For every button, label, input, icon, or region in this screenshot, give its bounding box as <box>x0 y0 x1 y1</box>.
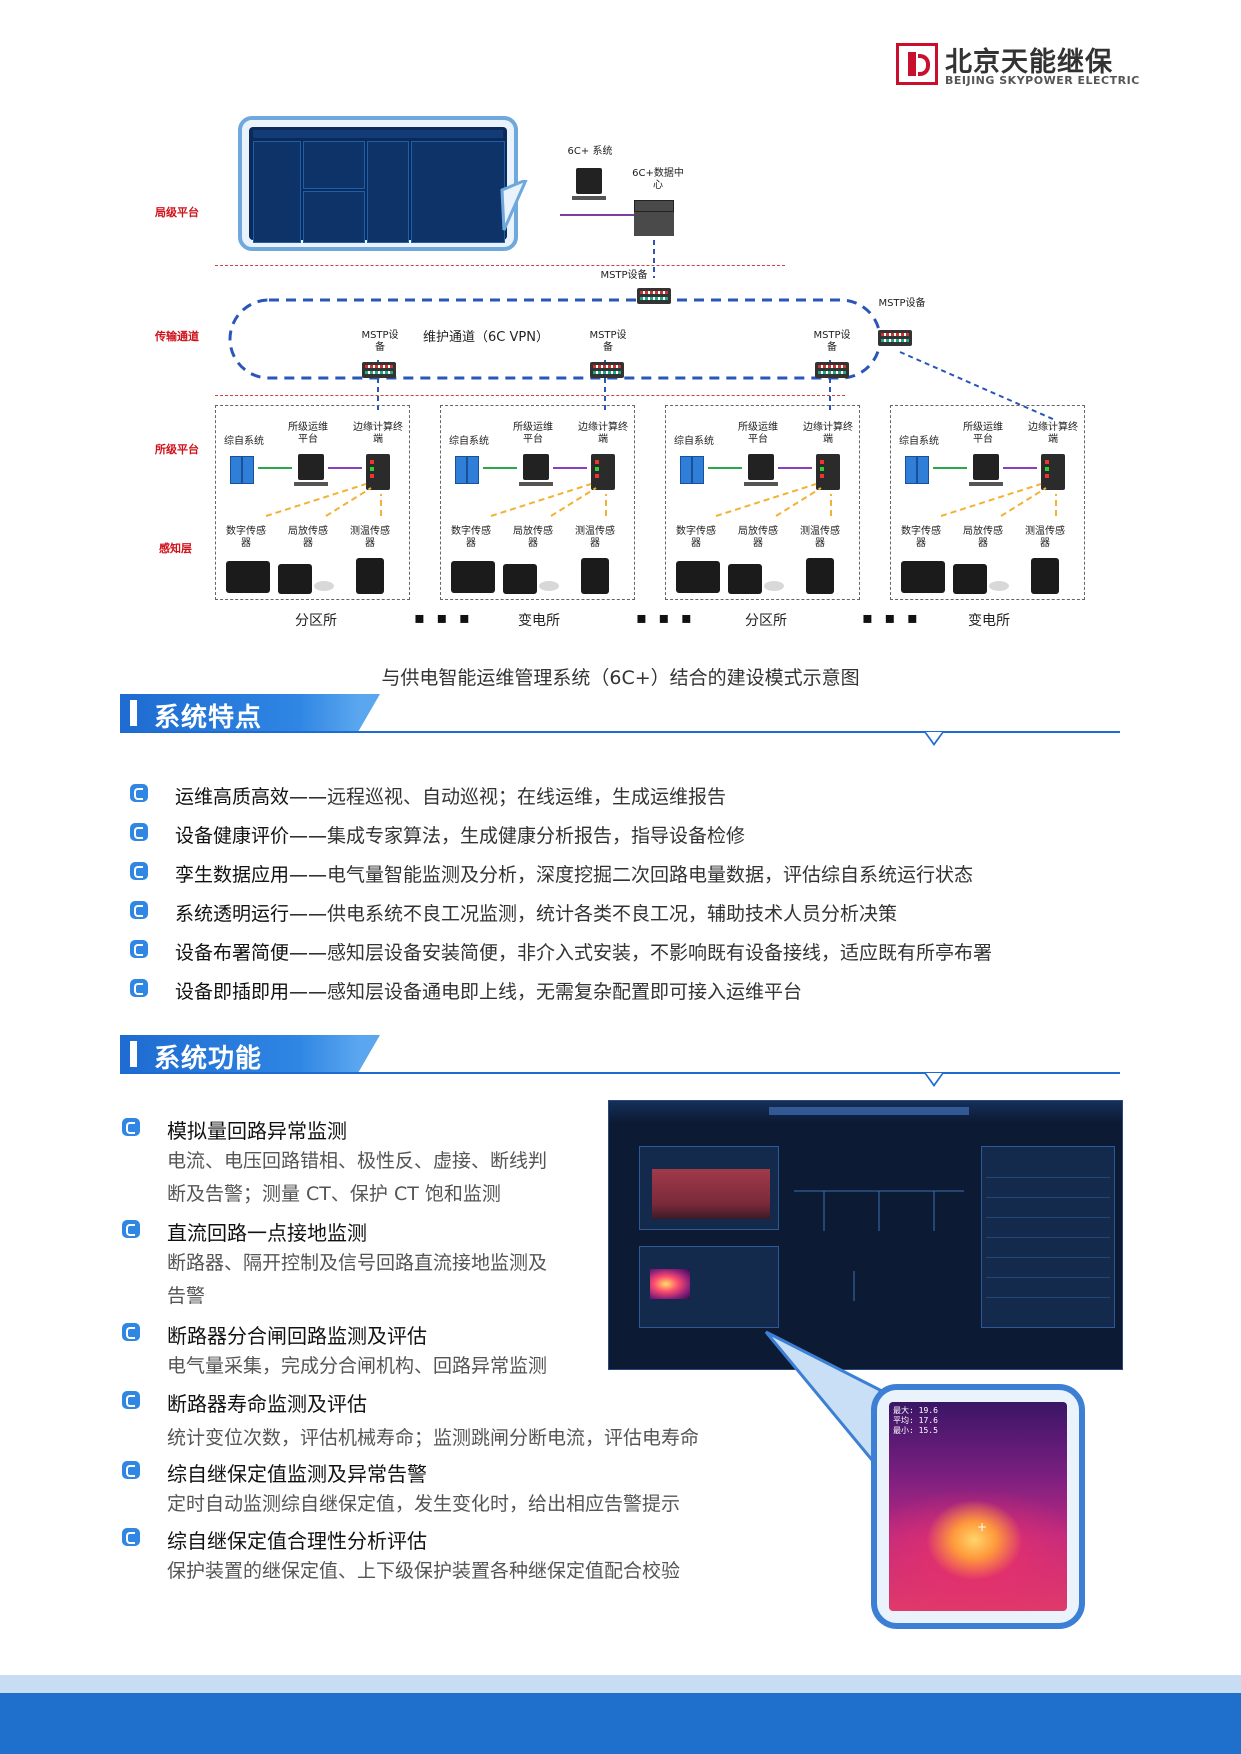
company-name-cn: 北京天能继保 <box>945 47 1113 78</box>
station-box: 综自系统 所级运维平台 边缘计算终端 数字传感器 局放传感器 测温传感器 <box>890 405 1085 600</box>
company-name-en: BEIJING SKYPOWER ELECTRIC <box>945 74 1140 87</box>
mstp-label: MSTP设备 <box>589 330 627 353</box>
station-box: 综自系统 所级运维平台 边缘计算终端 数字传感器 局放传感器 测温传感器 <box>440 405 635 600</box>
section-title: 系统特点 <box>154 703 263 733</box>
platform-screen-thumbnail <box>238 116 518 251</box>
layer-label-bureau: 局级平台 <box>155 206 199 219</box>
bullet-icon <box>122 1323 140 1341</box>
system-6c-label: 6C+ 系统 <box>567 146 613 157</box>
footer-stripe <box>0 1675 1241 1693</box>
station-name: 分区所 <box>295 613 337 629</box>
ellipsis-dots: ▪ ▪ ▪ <box>636 608 695 627</box>
company-logo-mark <box>896 43 938 85</box>
bullet-icon <box>122 1461 140 1479</box>
bullet-icon <box>130 940 148 958</box>
computer-icon <box>572 168 606 200</box>
station-name: 分区所 <box>745 613 787 629</box>
thermal-image-frame: 最大: 19.6 平均: 17.6 最小: 15.5 + <box>871 1384 1085 1629</box>
footer-bar <box>0 1693 1241 1754</box>
mstp-label: MSTP设备 <box>361 330 399 353</box>
section-header-features: 系统特点 <box>120 694 1120 746</box>
server-icon <box>634 200 674 212</box>
layer-label-station: 所级平台 <box>155 443 199 456</box>
bullet-icon <box>122 1391 140 1409</box>
section-header-functions: 系统功能 <box>120 1035 1120 1087</box>
mstp-switch-icon <box>878 330 912 346</box>
layer-divider <box>215 265 785 266</box>
station-name: 变电所 <box>968 613 1010 629</box>
bullet-icon <box>130 979 148 997</box>
mstp-switch-icon <box>362 362 396 378</box>
layer-label-sensing: 感知层 <box>159 542 192 555</box>
ellipsis-dots: ▪ ▪ ▪ <box>414 608 473 627</box>
station-box: 综自系统 所级运维平台 边缘计算终端 数字传感器 局放传感器 测温传感器 <box>665 405 860 600</box>
section-title: 系统功能 <box>154 1044 263 1074</box>
thermal-image: 最大: 19.6 平均: 17.6 最小: 15.5 + <box>889 1402 1067 1611</box>
bullet-icon <box>130 901 148 919</box>
architecture-diagram: 局级平台 传输通道 所级平台 感知层 6C+ 系统 6C+数据中心 MSTP设备 <box>0 0 1241 660</box>
ellipsis-dots: ▪ ▪ ▪ <box>862 608 921 627</box>
mstp-label: MSTP设备 <box>600 270 648 281</box>
bullet-icon <box>130 862 148 880</box>
data-center-label: 6C+数据中心 <box>632 168 684 191</box>
station-name: 变电所 <box>518 613 560 629</box>
crosshair-icon: + <box>977 1520 988 1534</box>
monitoring-dashboard-screenshot <box>608 1100 1123 1370</box>
mstp-switch-icon <box>637 288 671 304</box>
bullet-icon <box>122 1118 140 1136</box>
mstp-switch-icon <box>815 362 849 378</box>
bullet-icon <box>122 1220 140 1238</box>
callout-tail <box>500 180 528 231</box>
bullet-icon <box>130 784 148 802</box>
mstp-label: MSTP设备 <box>813 330 851 353</box>
diagram-caption: 与供电智能运维管理系统（6C+）结合的建设模式示意图 <box>381 667 860 689</box>
bullet-icon <box>122 1528 140 1546</box>
mstp-label: MSTP设备 <box>878 298 926 309</box>
mstp-switch-icon <box>590 362 624 378</box>
layer-divider <box>215 395 845 396</box>
station-box: 综自系统 所级运维平台 边缘计算终端 数字传感器 局放传感器 测温传感器 <box>215 405 410 600</box>
layer-label-transport: 传输通道 <box>155 330 199 343</box>
vpn-channel-label: 维护通道（6C VPN） <box>423 330 549 345</box>
bullet-icon <box>130 823 148 841</box>
